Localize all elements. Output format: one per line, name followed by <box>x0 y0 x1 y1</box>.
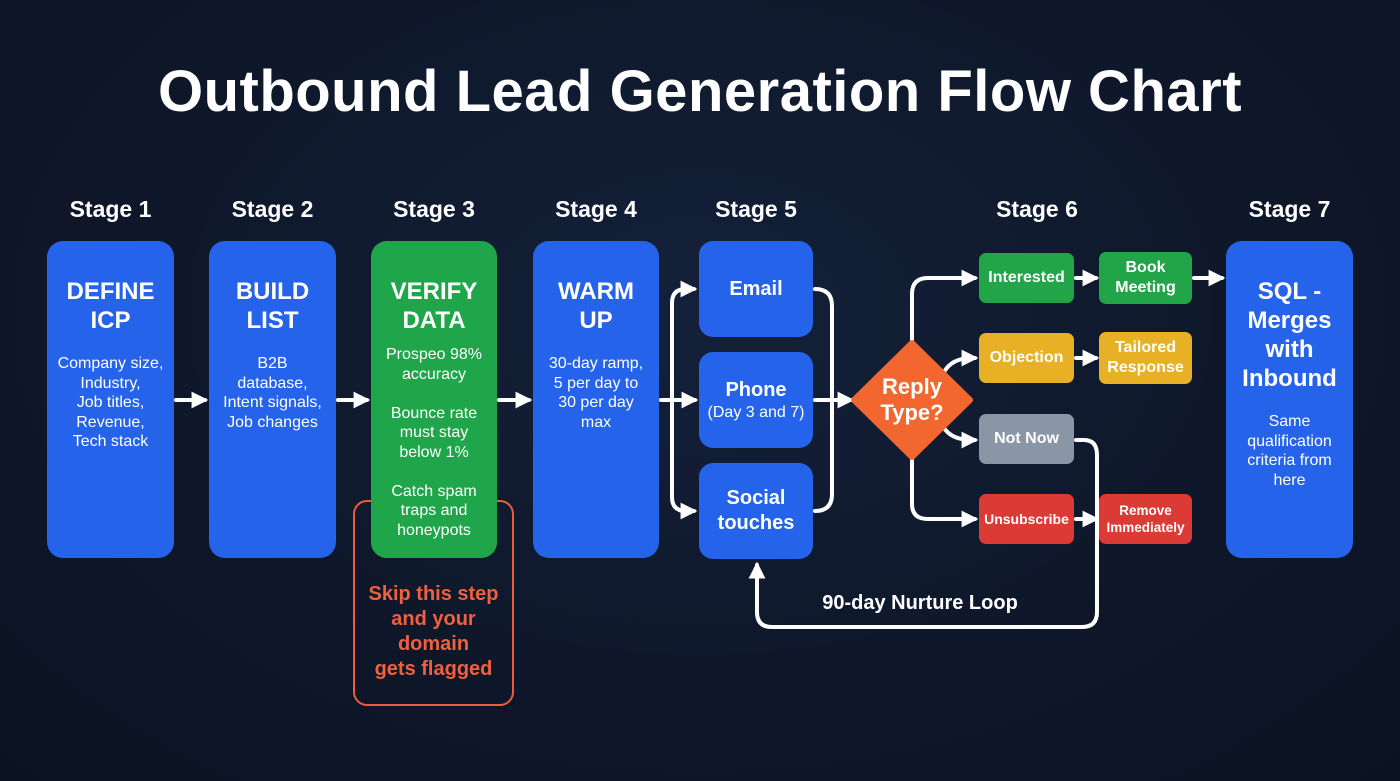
stage-3-overlap-cover <box>371 480 497 558</box>
stage-7-label: Stage 7 <box>1248 196 1331 222</box>
channel-social-label: Social touches <box>717 487 795 534</box>
arrow-decision-to-objection <box>942 349 979 374</box>
stage-1-heading: DEFINE ICP <box>66 278 155 334</box>
stage-4-label: Stage 4 <box>555 196 637 222</box>
stage-1-define-icp: DEFINE ICP Company size, Industry, Job t… <box>47 241 174 558</box>
outcome-objection: Objection <box>979 333 1074 383</box>
stage-5-label: Stage 5 <box>715 196 797 222</box>
page-title: Outbound Lead Generation Flow Chart <box>157 59 1243 124</box>
stage-4-heading: WARM UP <box>558 278 634 334</box>
stage-7-heading: SQL - Merges with Inbound <box>1242 278 1337 392</box>
outcome-interested: Interested <box>979 253 1074 303</box>
stage-4-warm-up: WARM UP 30-day ramp, 5 per day to 30 per… <box>533 241 659 558</box>
channel-email-label: Email <box>729 277 783 300</box>
channel-phone: Phone (Day 3 and 7) <box>699 352 813 448</box>
stage-2-description: B2B database, Intent signals, Job change… <box>223 355 322 431</box>
decision-label: Reply Type? <box>880 374 944 425</box>
nurture-loop-path <box>748 438 1099 629</box>
stage-1-description: Company size, Industry, Job titles, Reve… <box>57 355 164 450</box>
email-to-merge <box>813 287 834 402</box>
outcome-book-meeting: Book Meeting <box>1099 252 1192 304</box>
channel-phone-sub: (Day 3 and 7) <box>707 404 805 421</box>
arrow-decision-to-unsubscribe <box>910 453 979 528</box>
channel-social: Social touches <box>699 463 813 559</box>
branch-to-email <box>670 280 698 402</box>
branch-to-social <box>670 398 698 520</box>
stage-3-last-lines: Catch spam traps and honeypots <box>391 482 477 539</box>
decision-diamond <box>851 340 973 460</box>
warning-text: Skip this step and your domain gets flag… <box>368 583 499 680</box>
stage-2-heading: BUILD LIST <box>235 278 310 334</box>
stage-2-build-list: BUILD LIST B2B database, Intent signals,… <box>209 241 336 558</box>
outcome-remove-immediately: Remove Immediately <box>1099 494 1192 544</box>
channel-email: Email <box>699 241 813 337</box>
stage-2-label: Stage 2 <box>231 196 314 222</box>
stage-1-label: Stage 1 <box>69 196 152 222</box>
nurture-loop-label: 90-day Nurture Loop <box>822 592 1018 614</box>
stage-3-heading: VERIFY DATA <box>390 278 478 334</box>
outcome-unsubscribe: Unsubscribe <box>979 494 1074 544</box>
stage-7-description: Same qualification criteria from here <box>1247 413 1332 489</box>
stage-6-label: Stage 6 <box>996 196 1078 222</box>
arrow-decision-to-not-now <box>942 426 979 449</box>
social-to-merge <box>813 398 834 513</box>
stage-7-sql: SQL - Merges with Inbound Same qualifica… <box>1226 241 1353 558</box>
outcome-tailored-response: Tailored Response <box>1099 332 1192 384</box>
outcome-not-now: Not Now <box>979 414 1074 464</box>
channel-phone-label: Phone <box>725 379 787 401</box>
arrow-decision-to-interested <box>910 269 979 347</box>
stage-3-label: Stage 3 <box>393 196 475 222</box>
stage-4-description: 30-day ramp, 5 per day to 30 per day max <box>548 355 644 431</box>
